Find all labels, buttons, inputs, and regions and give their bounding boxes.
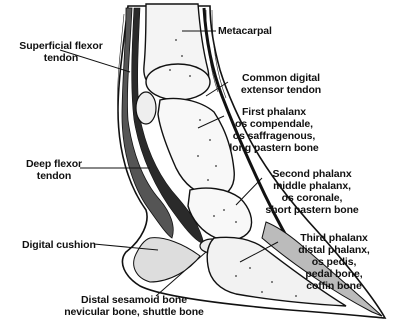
proximal-sesamoid — [136, 92, 156, 124]
label-metacarpal: Metacarpal — [218, 25, 272, 37]
metacarpal-condyle — [146, 64, 210, 100]
label-second-phalanx: Second phalanx middle phalanx, os corona… — [256, 168, 368, 216]
label-first-phalanx: First phalanx os compendale, os saffrage… — [222, 106, 326, 154]
label-digital-cushion: Digital cushion — [22, 239, 96, 251]
label-common-digital-extensor-tendon: Common digital extensor tendon — [226, 72, 336, 96]
label-deep-flexor-tendon: Deep flexor tendon — [14, 158, 94, 182]
label-third-phalanx: Third phalanx distal phalanx, os pedis, … — [282, 232, 386, 292]
label-superficial-flexor-tendon: Superficial flexor tendon — [6, 40, 116, 64]
label-distal-sesamoid-bone: Distal sesamoid bone nevicular bone, shu… — [46, 294, 222, 318]
